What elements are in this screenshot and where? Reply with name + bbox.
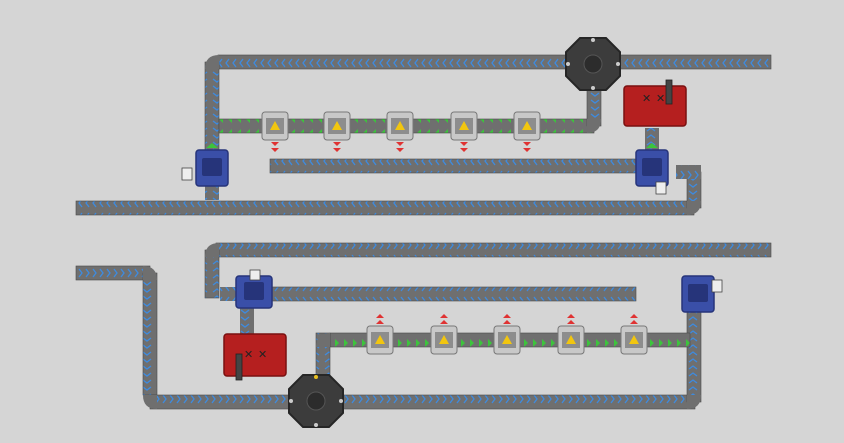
mixer[interactable] <box>493 314 521 355</box>
conveyor-belt <box>204 249 220 299</box>
paint-bucket-icon <box>711 279 723 293</box>
mixer[interactable] <box>450 111 478 152</box>
conveyor-belt <box>204 61 220 155</box>
mixer[interactable] <box>620 314 648 355</box>
conveyor-belt <box>645 128 659 156</box>
painter-top-left[interactable] <box>181 143 229 187</box>
trash-top[interactable]: ✕ ✕ <box>623 79 687 127</box>
paint-bucket-icon <box>181 167 193 181</box>
mixer-row-bottom <box>366 314 648 355</box>
conveyor-corner <box>143 266 157 280</box>
conveyor-belt <box>271 286 637 302</box>
conveyor-belt <box>205 186 219 200</box>
conveyor-corner <box>143 395 157 409</box>
painter-bottom-right[interactable] <box>681 275 723 313</box>
trash-bottom[interactable]: ✕ ✕ <box>223 333 287 381</box>
conveyor-corner <box>587 119 601 133</box>
top-belt-network <box>75 54 772 216</box>
mixer[interactable] <box>323 111 351 152</box>
mixer-row-top <box>261 111 541 152</box>
mixer[interactable] <box>430 314 458 355</box>
conveyor-belt <box>269 158 639 174</box>
mixer[interactable] <box>557 314 585 355</box>
conveyor-belt <box>217 54 772 70</box>
mixer[interactable] <box>513 111 541 152</box>
mixer[interactable] <box>386 111 414 152</box>
paint-bucket-icon <box>249 269 261 281</box>
hub-top[interactable] <box>565 37 621 91</box>
conveyor-belt <box>220 287 240 301</box>
conveyor-belt <box>215 242 772 258</box>
conveyor-belt <box>149 394 696 410</box>
conveyor-belt <box>240 305 254 337</box>
conveyor-belt <box>75 200 695 216</box>
cross-icon: ✕ <box>656 92 665 105</box>
conveyor-corner <box>687 201 701 215</box>
conveyor-belt <box>686 309 702 403</box>
conveyor-corner <box>687 395 701 409</box>
conveyor-belt <box>142 272 158 396</box>
mixer[interactable] <box>261 111 289 152</box>
mixer[interactable] <box>366 314 394 355</box>
conveyor-corner <box>205 55 219 69</box>
hub-bottom[interactable] <box>288 374 344 428</box>
paint-bucket-icon <box>655 181 667 195</box>
cross-icon: ✕ <box>258 348 267 361</box>
conveyor-belt <box>676 165 701 179</box>
conveyor-belt <box>75 265 151 281</box>
conveyor-corner <box>205 243 219 257</box>
painter-bottom-left[interactable] <box>235 269 273 309</box>
bottom-belt-network <box>75 242 772 410</box>
painter-top-right[interactable] <box>635 143 669 195</box>
conveyor-corner <box>316 333 330 347</box>
cross-icon: ✕ <box>244 348 253 361</box>
cross-icon: ✕ <box>642 92 651 105</box>
